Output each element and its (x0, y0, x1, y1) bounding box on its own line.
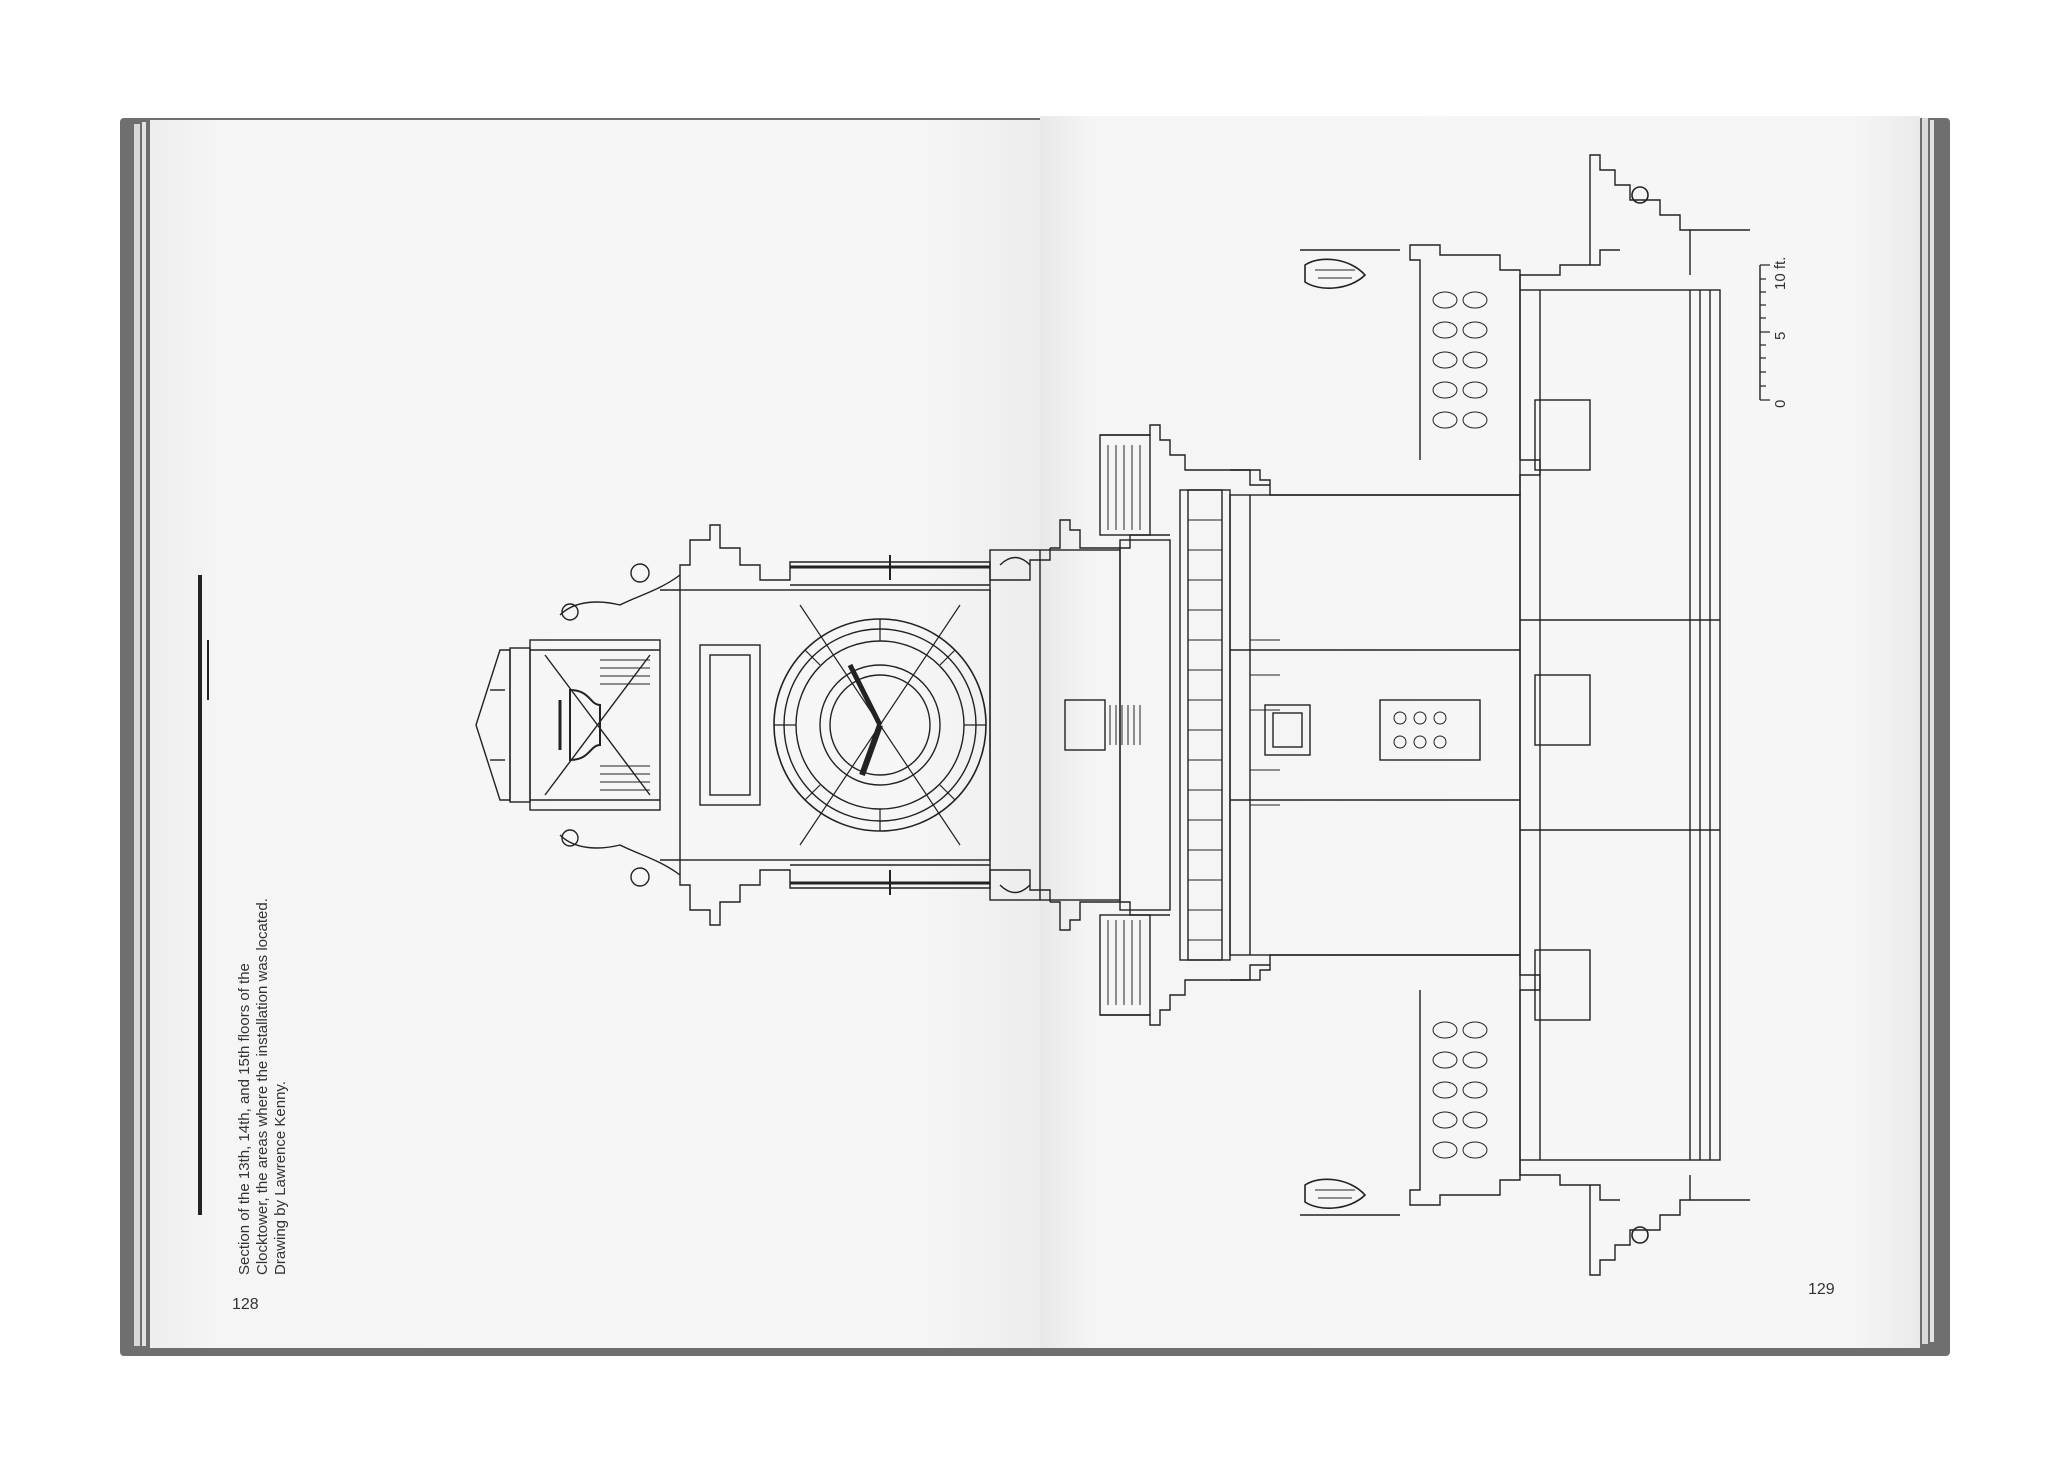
page-edge-strip (134, 124, 140, 1346)
figure-caption: Section of the 13th, 14th, and 15th floo… (236, 898, 289, 1275)
page-edge-strip (1930, 120, 1934, 1342)
scale-label-0: 0 (1772, 399, 1789, 408)
page-edge-strip (142, 122, 146, 1346)
page-number-right: 129 (1808, 1281, 1835, 1298)
scale-label-5: 5 (1772, 331, 1789, 340)
page-number-left: 128 (232, 1296, 259, 1313)
page-edge-strip (1922, 118, 1928, 1344)
scale-label-10ft: 10 ft. (1772, 256, 1789, 290)
